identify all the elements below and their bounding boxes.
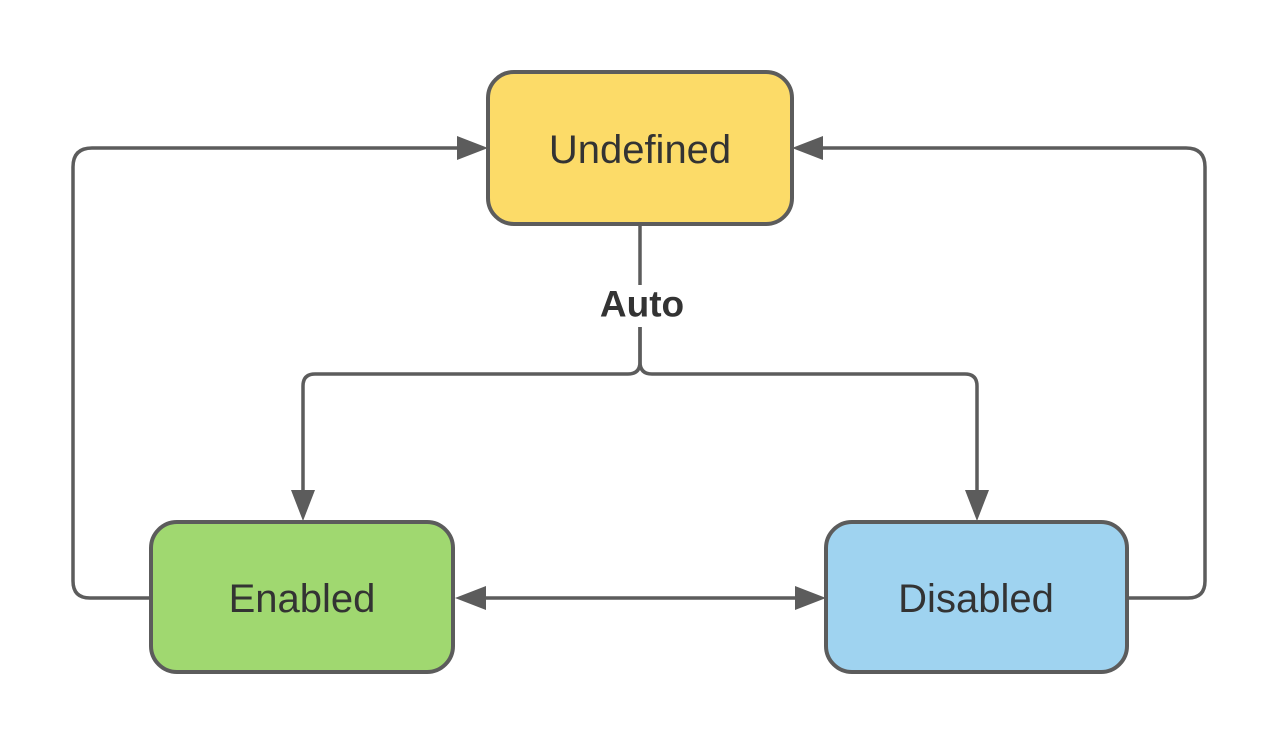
arrowhead-into-disabled-left xyxy=(795,586,826,610)
node-enabled: Enabled xyxy=(149,520,455,674)
edge-group xyxy=(71,136,1207,610)
arrowhead-into-undefined-right xyxy=(792,136,823,160)
arrowhead-into-enabled-top xyxy=(291,490,315,521)
node-enabled-label: Enabled xyxy=(229,577,376,621)
arrowhead-into-undefined-left xyxy=(457,136,488,160)
node-undefined-label: Undefined xyxy=(549,128,731,172)
node-undefined-shape xyxy=(486,70,794,226)
edge-disabled-to-undefined xyxy=(822,146,1207,600)
edge-auto-to-enabled xyxy=(301,327,642,503)
node-enabled-shape xyxy=(149,520,455,674)
node-disabled: Disabled xyxy=(824,520,1129,674)
edge-auto-to-disabled xyxy=(638,327,979,503)
node-disabled-label: Disabled xyxy=(898,577,1054,621)
arrowhead-into-enabled-right xyxy=(455,586,486,610)
arrowhead-into-disabled-top xyxy=(965,490,989,521)
edge-label-auto: Auto xyxy=(600,284,684,325)
node-undefined: Undefined xyxy=(486,70,794,226)
edge-enabled-to-undefined xyxy=(71,146,458,600)
node-disabled-shape xyxy=(824,520,1129,674)
